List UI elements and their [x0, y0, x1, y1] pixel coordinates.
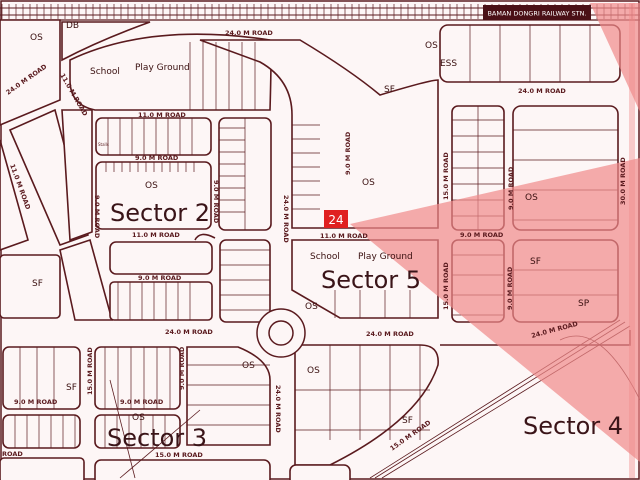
open-space-label: OS [242, 361, 255, 371]
sf-label: SF [66, 383, 77, 393]
open-space-label: OS [145, 181, 158, 191]
open-space-label: OS [362, 178, 375, 188]
road-label: 9.0 M ROAD [212, 180, 220, 224]
road-label: 24.0 M ROAD [282, 195, 290, 243]
station-label: BAMAN DONGRI RAILWAY STN. [487, 10, 586, 18]
road-label: 11.0 M ROAD [320, 232, 368, 240]
sector-5-label: Sector 5 [321, 266, 421, 294]
sf-label: SF [32, 279, 43, 289]
road-label: 9.0 M ROAD [507, 166, 515, 210]
sector-4-label: Sector 4 [523, 412, 623, 440]
open-space-label: OS [425, 41, 438, 51]
plot-blocks [0, 19, 631, 480]
road-label: 15.0 M ROAD [155, 451, 203, 459]
highlight-zone [350, 3, 640, 478]
road-label: 9.0 M ROAD [93, 195, 101, 239]
road-label: 15.0 M ROAD [442, 262, 450, 310]
sf-label: SF [530, 257, 541, 267]
road-label: 24.0 M ROAD [165, 328, 213, 336]
road-label: 24.0 M ROAD [518, 87, 566, 95]
road-label: 9.0 M ROAD [344, 131, 352, 175]
road-label: 9.0 M ROAD [14, 398, 58, 406]
ess-label: ESS [440, 59, 457, 69]
open-space-label: OS [30, 33, 43, 43]
road-label: 24.0 M ROAD [366, 330, 414, 338]
road-label: 9.0 M ROAD [138, 274, 182, 282]
stalls-label: Stalls [98, 142, 109, 147]
sector-3-label: Sector 3 [107, 424, 207, 452]
road-label: 9.0 M ROAD [178, 346, 186, 390]
highlighted-plot[interactable] [324, 210, 348, 228]
open-space-label: OS [132, 413, 145, 423]
open-space-label: OS [525, 193, 538, 203]
road-label: 11.0 M ROAD [132, 231, 180, 239]
open-space-label: OS [307, 366, 320, 376]
road-label: 9.0 M ROAD [120, 398, 164, 406]
road-label: ROAD [2, 450, 23, 458]
playground-label: Play Ground [135, 63, 190, 73]
road-label: 15.0 M ROAD [442, 152, 450, 200]
highlighted-plot-number: 24 [328, 213, 343, 227]
sp-label: SP [578, 299, 590, 309]
road-label: 30.0 M ROAD [619, 157, 627, 205]
road-label: 24.0 M ROAD [225, 29, 273, 37]
road-label: 9.0 M ROAD [506, 266, 514, 310]
school-label: School [310, 252, 340, 262]
school-label: School [90, 67, 120, 77]
sf-label: SF [402, 416, 413, 426]
open-space-label: OS [305, 302, 318, 312]
db-label: DB [66, 21, 79, 31]
road-label: 11.0 M ROAD [138, 111, 186, 119]
sf-label: SF [384, 85, 395, 95]
road-label: 24.0 M ROAD [274, 385, 282, 433]
playground-label: Play Ground [358, 252, 413, 262]
roundabout [256, 308, 306, 358]
sector-2-label: Sector 2 [110, 199, 210, 227]
station-label-box [483, 5, 591, 20]
road-label: 9.0 M ROAD [460, 231, 504, 239]
road-label: 15.0 M ROAD [86, 347, 94, 395]
road-label: 9.0 M ROAD [135, 154, 179, 162]
